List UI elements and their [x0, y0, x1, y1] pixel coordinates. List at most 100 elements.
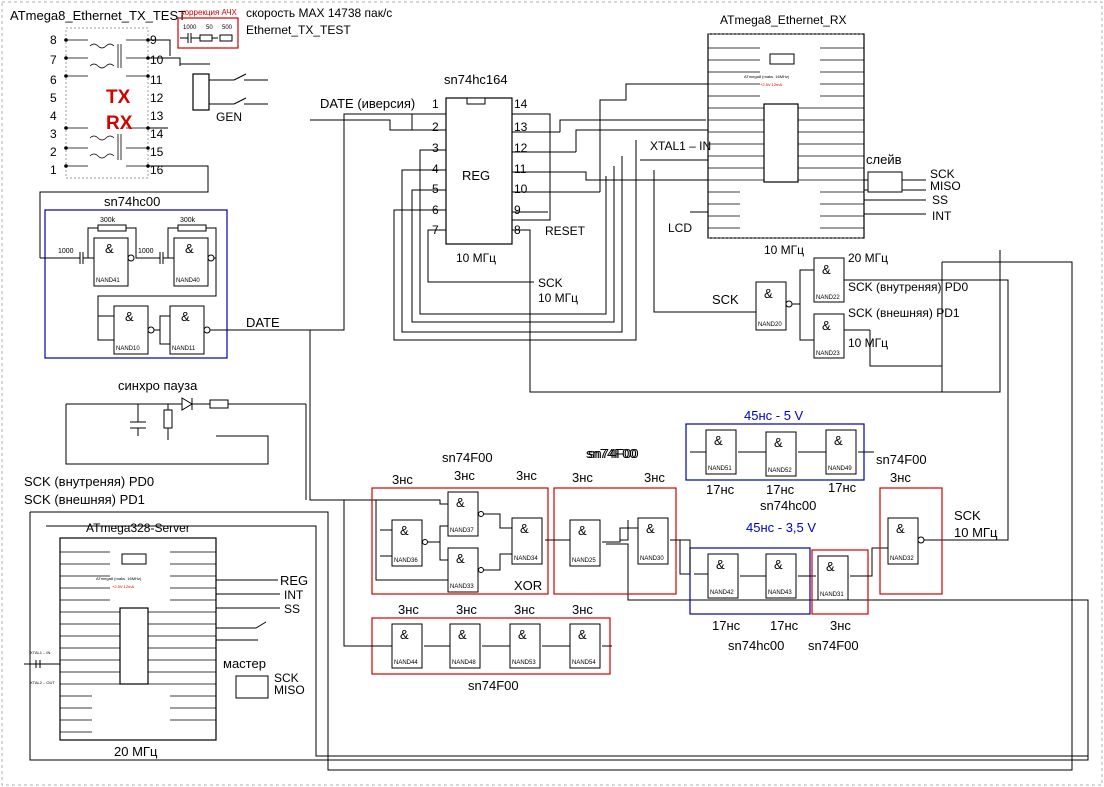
server-title: ATmega328-Server [86, 521, 190, 535]
svg-text:NAND41: NAND41 [96, 278, 120, 284]
svg-text:3нс: 3нс [514, 602, 535, 617]
svg-text:NAND52: NAND52 [768, 468, 792, 474]
nand53-gate [509, 623, 541, 669]
svg-text:10: 10 [514, 182, 528, 196]
server-pin-lines [60, 551, 216, 733]
pair-title: sn74F00 [588, 446, 639, 461]
nand41-gate [93, 237, 129, 287]
correction-box [177, 17, 239, 49]
svg-text:ATmega8 (maks. 16MHz): ATmega8 (maks. 16MHz) [96, 576, 142, 581]
svg-text:6: 6 [50, 73, 57, 87]
svg-text:3нс: 3нс [392, 472, 413, 487]
nand40-gate [173, 237, 209, 287]
svg-text:NAND30: NAND30 [640, 556, 664, 562]
nand42-gate [707, 553, 739, 599]
svg-text:&: & [646, 521, 655, 536]
final-sck-label: SCK [954, 508, 981, 523]
svg-text:NAND40: NAND40 [176, 278, 200, 284]
svg-text:NAND10: NAND10 [116, 346, 140, 352]
svg-text:&: & [181, 309, 190, 324]
shift-sck-freq: 10 МГц [538, 291, 578, 305]
svg-text:3: 3 [50, 127, 57, 141]
reset-label: RESET [545, 224, 586, 238]
transformer-pins: 8 7 6 5 4 3 2 1 9 10 11 12 13 14 15 16 [50, 33, 164, 177]
chain5v-chip: sn74hc00 [760, 498, 816, 513]
sck-split-label: SCK [712, 292, 739, 307]
gen-block [192, 73, 210, 111]
chain35v-box [689, 547, 811, 615]
svg-text:1000: 1000 [138, 248, 154, 255]
rx-chip [763, 103, 799, 183]
speed-text: скорость MAX 14738 пак/с [246, 6, 392, 20]
svg-text:&: & [822, 262, 831, 277]
svg-text:5: 5 [432, 182, 439, 196]
nand54-gate [569, 623, 601, 669]
svg-text:&: & [400, 627, 409, 642]
svg-text:4: 4 [432, 162, 439, 176]
shift-right-pins: 14 13 12 11 10 9 8 [514, 97, 528, 237]
server-reg-label: REG [280, 573, 308, 588]
server-usb-icon [121, 553, 147, 565]
test-text: Ethernet_TX_TEST [246, 23, 351, 37]
svg-text:7: 7 [50, 53, 57, 67]
shift-freq: 10 МГц [456, 251, 496, 265]
rx-pin-lines [708, 47, 864, 229]
svg-text:&: & [456, 495, 465, 510]
resistor-icon [97, 224, 127, 232]
svg-text:&: & [578, 627, 587, 642]
svg-text:&: & [518, 627, 527, 642]
rx-mcu-block: ATmega8_Ethernet_RX ATmega8 (maks. 16MHz… [640, 13, 961, 313]
resistor-icon [219, 34, 233, 42]
svg-text:3: 3 [432, 141, 439, 155]
server-header-icon [235, 675, 269, 699]
chain-35v-block: 45нс - 3,5 V & NAND42 & NAND43 17нс 17нс… [689, 520, 816, 653]
transformer-outline [65, 27, 149, 179]
pair-group-block: sn74F00 3нс 3нс & NAND25 & NAND30 [545, 446, 690, 595]
sync-pause-block: синхро пауза [65, 378, 306, 465]
svg-text:3нс: 3нс [890, 470, 911, 485]
xor-label: XOR [514, 578, 542, 593]
svg-text:3нс: 3нс [644, 470, 665, 485]
rx-miso-label: MISO [930, 179, 961, 193]
shift-register-block: sn74hc164 REG 10 МГц DATE (иверсия) 1 2 … [320, 72, 943, 393]
chain5v-right-chip: sn74F00 [876, 452, 927, 467]
svg-text:&: & [714, 433, 723, 448]
svg-text:&: & [105, 241, 114, 256]
svg-text:500: 500 [222, 25, 233, 31]
svg-text:NAND44: NAND44 [394, 660, 418, 666]
nand22-gate [813, 257, 845, 303]
nand36-gate [391, 519, 423, 567]
server-int-label: INT [284, 588, 304, 602]
svg-text:&: & [458, 627, 467, 642]
svg-text:12: 12 [150, 91, 164, 105]
sck-ext-pd1: SCK (внешняя) PD1 [848, 306, 960, 320]
tx-title: ATmega8_Ethernet_TX_TEST [10, 8, 186, 23]
nand49-gate [825, 429, 857, 475]
svg-text:NAND20: NAND20 [758, 322, 782, 328]
nand34-gate [511, 517, 543, 565]
resistor-icon [177, 224, 207, 232]
svg-text:+2.5V 12mA: +2.5V 12mA [112, 584, 134, 589]
nand32-gate [887, 517, 919, 565]
sync-pause-label: синхро пауза [118, 378, 198, 393]
svg-text:300k: 300k [100, 217, 116, 224]
chain35v-chip: sn74hc00 [728, 638, 784, 653]
rx-freq: 10 МГц [764, 243, 804, 257]
svg-text:12: 12 [514, 141, 528, 155]
svg-text:16: 16 [150, 163, 164, 177]
sn74hc00-top-box [44, 209, 228, 359]
svg-text:&: & [834, 433, 843, 448]
gen-label: GEN [216, 110, 242, 124]
svg-text:&: & [578, 523, 587, 538]
svg-text:14: 14 [150, 127, 164, 141]
rx-xtal-label: XTAL1 – IN [650, 139, 711, 153]
svg-text:15: 15 [150, 145, 164, 159]
svg-text:XTAL2 – OUT: XTAL2 – OUT [30, 680, 55, 685]
svg-text:NAND32: NAND32 [890, 556, 914, 562]
nand20-gate [755, 281, 787, 331]
svg-text:3нс: 3нс [572, 602, 593, 617]
date-label: DATE [246, 315, 280, 330]
single-chip: sn74F00 [808, 638, 859, 653]
nand44-gate [391, 623, 423, 669]
